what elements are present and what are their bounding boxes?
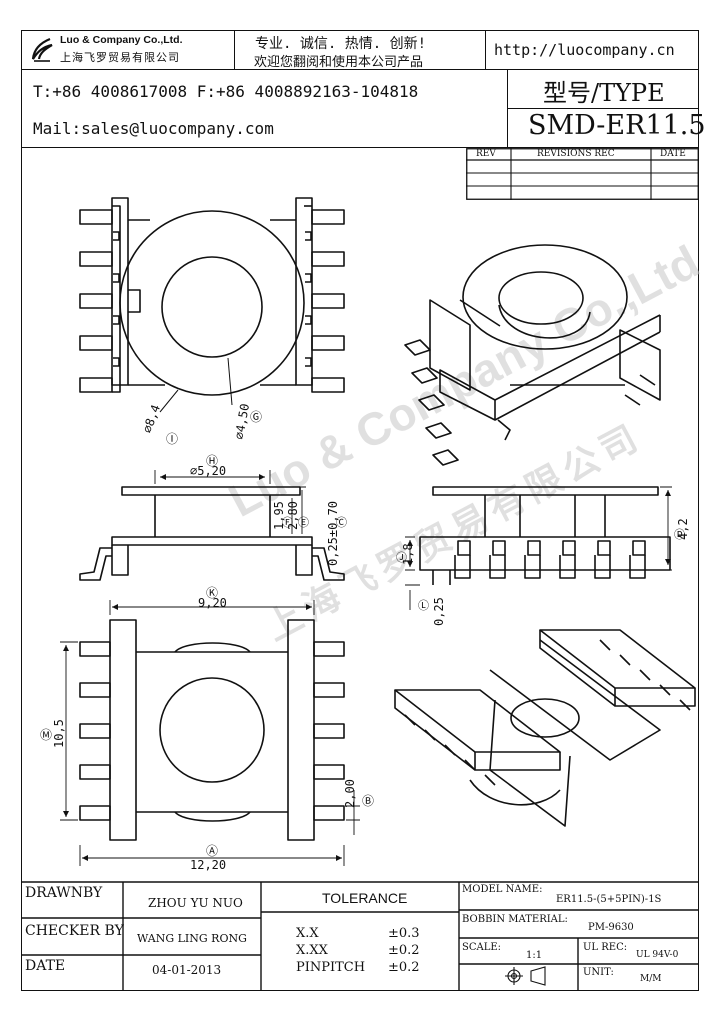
tol-xxx-value: ±0.2 bbox=[388, 943, 420, 958]
slogan-line2: 欢迎您翻阅和使用本公司产品 bbox=[254, 55, 424, 70]
dim-mark-f: Ⓕ bbox=[282, 516, 293, 529]
dim-mark-e: Ⓔ bbox=[298, 516, 309, 529]
unit-value: M/M bbox=[640, 974, 662, 984]
bottom-view bbox=[60, 600, 360, 866]
dim-mark-l: Ⓛ bbox=[418, 599, 429, 612]
dim-d520: ⌀5,20 bbox=[190, 464, 227, 478]
date-column-header: DATE bbox=[660, 149, 686, 159]
dim-mark-b: Ⓑ bbox=[362, 794, 375, 808]
drawnby-value: ZHOU YU NUO bbox=[148, 896, 243, 910]
dim-mark-i: Ⓘ bbox=[166, 432, 179, 446]
dim-mark-c: Ⓒ bbox=[336, 516, 347, 529]
bobbin-value: PM-9630 bbox=[588, 922, 634, 933]
rev-rec-column-header: REVISIONS REC bbox=[537, 149, 615, 159]
company-url[interactable]: http://luocompany.cn bbox=[494, 41, 675, 59]
title-block-grid bbox=[21, 881, 699, 991]
type-value: SMD-ER11.5 bbox=[528, 110, 706, 141]
top-view bbox=[79, 197, 345, 413]
front-view bbox=[79, 470, 345, 581]
side-view bbox=[405, 486, 672, 610]
iso-view-1 bbox=[404, 244, 661, 466]
dim-w920: 9,20 bbox=[198, 596, 227, 610]
dim-mark-h: Ⓗ bbox=[206, 454, 219, 468]
dim-t025: 0,25 bbox=[432, 597, 446, 626]
dim-w1220: 12,20 bbox=[190, 858, 227, 872]
iso-view-2 bbox=[394, 629, 696, 827]
slogan-line1: 专业. 诚信. 热情. 创新! bbox=[255, 36, 427, 52]
tol-xx-label: X.X bbox=[296, 926, 319, 941]
tol-pin-label: PINPITCH bbox=[296, 960, 366, 975]
tolerance-label: TOLERANCE bbox=[322, 890, 408, 906]
ul-value: UL 94V-0 bbox=[636, 950, 679, 960]
dim-mark-g: Ⓖ bbox=[250, 410, 263, 424]
company-name-en: Luo & Company Co.,Ltd. bbox=[60, 34, 183, 46]
unit-label: UNIT: bbox=[583, 967, 614, 978]
bobbin-label: BOBBIN MATERIAL: bbox=[462, 914, 568, 925]
dim-mark-k: Ⓚ bbox=[206, 586, 219, 600]
scale-label: SCALE: bbox=[462, 942, 502, 953]
revisions-table bbox=[466, 148, 699, 200]
rev-column-header: REV bbox=[476, 149, 496, 159]
dim-p200: 2,00 bbox=[343, 779, 357, 808]
tol-xxx-label: X.XX bbox=[296, 943, 328, 958]
dim-mark-m: Ⓜ bbox=[40, 728, 53, 742]
company-name-cn: 上海飞罗贸易有限公司 bbox=[60, 51, 180, 64]
tol-xx-value: ±0.3 bbox=[388, 926, 420, 941]
checker-label: CHECKER BY bbox=[25, 923, 124, 939]
dim-mark-a: Ⓐ bbox=[206, 844, 219, 858]
company-logo-icon bbox=[31, 37, 53, 62]
dim-tol-070: 0,25±0,70 bbox=[326, 500, 340, 566]
dim-mark-j: Ⓙ bbox=[396, 551, 407, 564]
model-label: MODEL NAME: bbox=[462, 884, 543, 895]
dim-h105: 10,5 bbox=[52, 719, 66, 748]
scale-value: 1:1 bbox=[526, 950, 543, 961]
type-value-cell bbox=[507, 108, 699, 148]
phone-fax: T:+86 4008617008 F:+86 4008892163-104818 bbox=[33, 82, 419, 101]
date-value: 04-01-2013 bbox=[152, 963, 222, 977]
tol-pin-value: ±0.2 bbox=[388, 960, 420, 975]
model-value: ER11.5-(5+5PIN)-1S bbox=[556, 894, 662, 905]
dim-h18: 1,8 bbox=[401, 543, 415, 565]
checker-value: WANG LING RONG bbox=[137, 932, 247, 945]
ul-label: UL REC: bbox=[583, 942, 628, 953]
projection-symbol-icon bbox=[505, 966, 546, 986]
dim-mark-d: Ⓓ bbox=[674, 528, 685, 541]
date-label: DATE bbox=[25, 958, 66, 974]
mail-address[interactable]: Mail:sales@luocompany.com bbox=[33, 119, 274, 138]
drawnby-label: DRAWNBY bbox=[25, 885, 103, 901]
type-label: 型号/TYPE bbox=[543, 79, 665, 107]
